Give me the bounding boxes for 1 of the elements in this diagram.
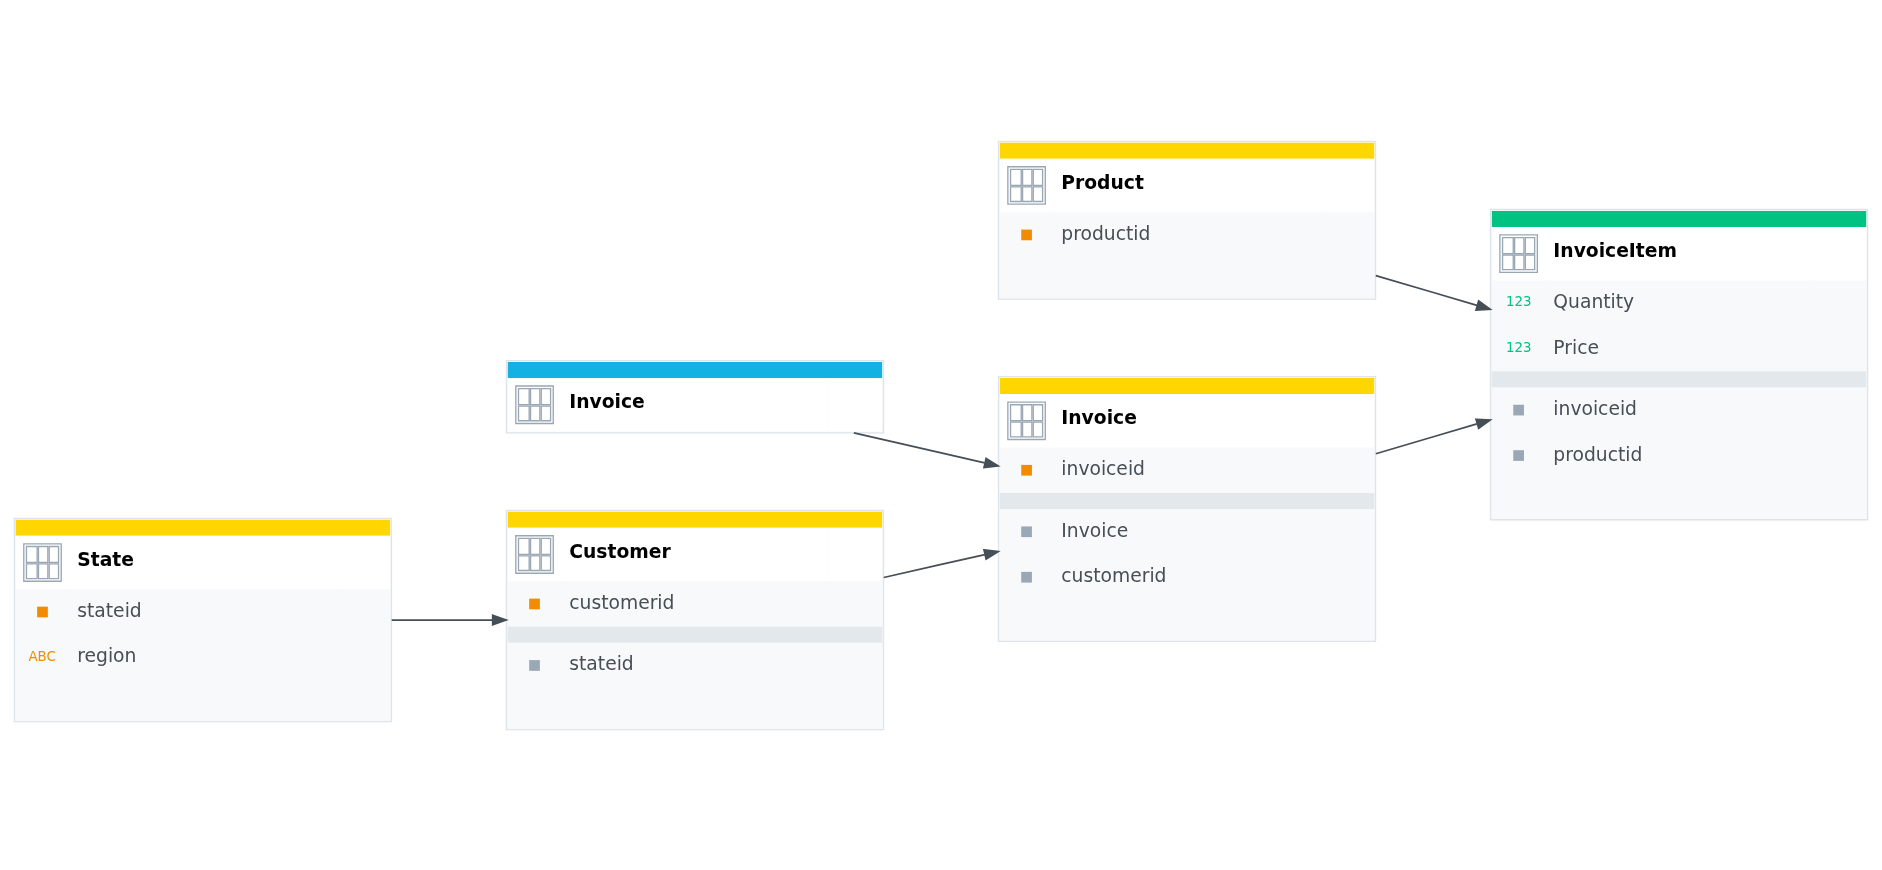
node-text: Invoice: [569, 390, 645, 412]
